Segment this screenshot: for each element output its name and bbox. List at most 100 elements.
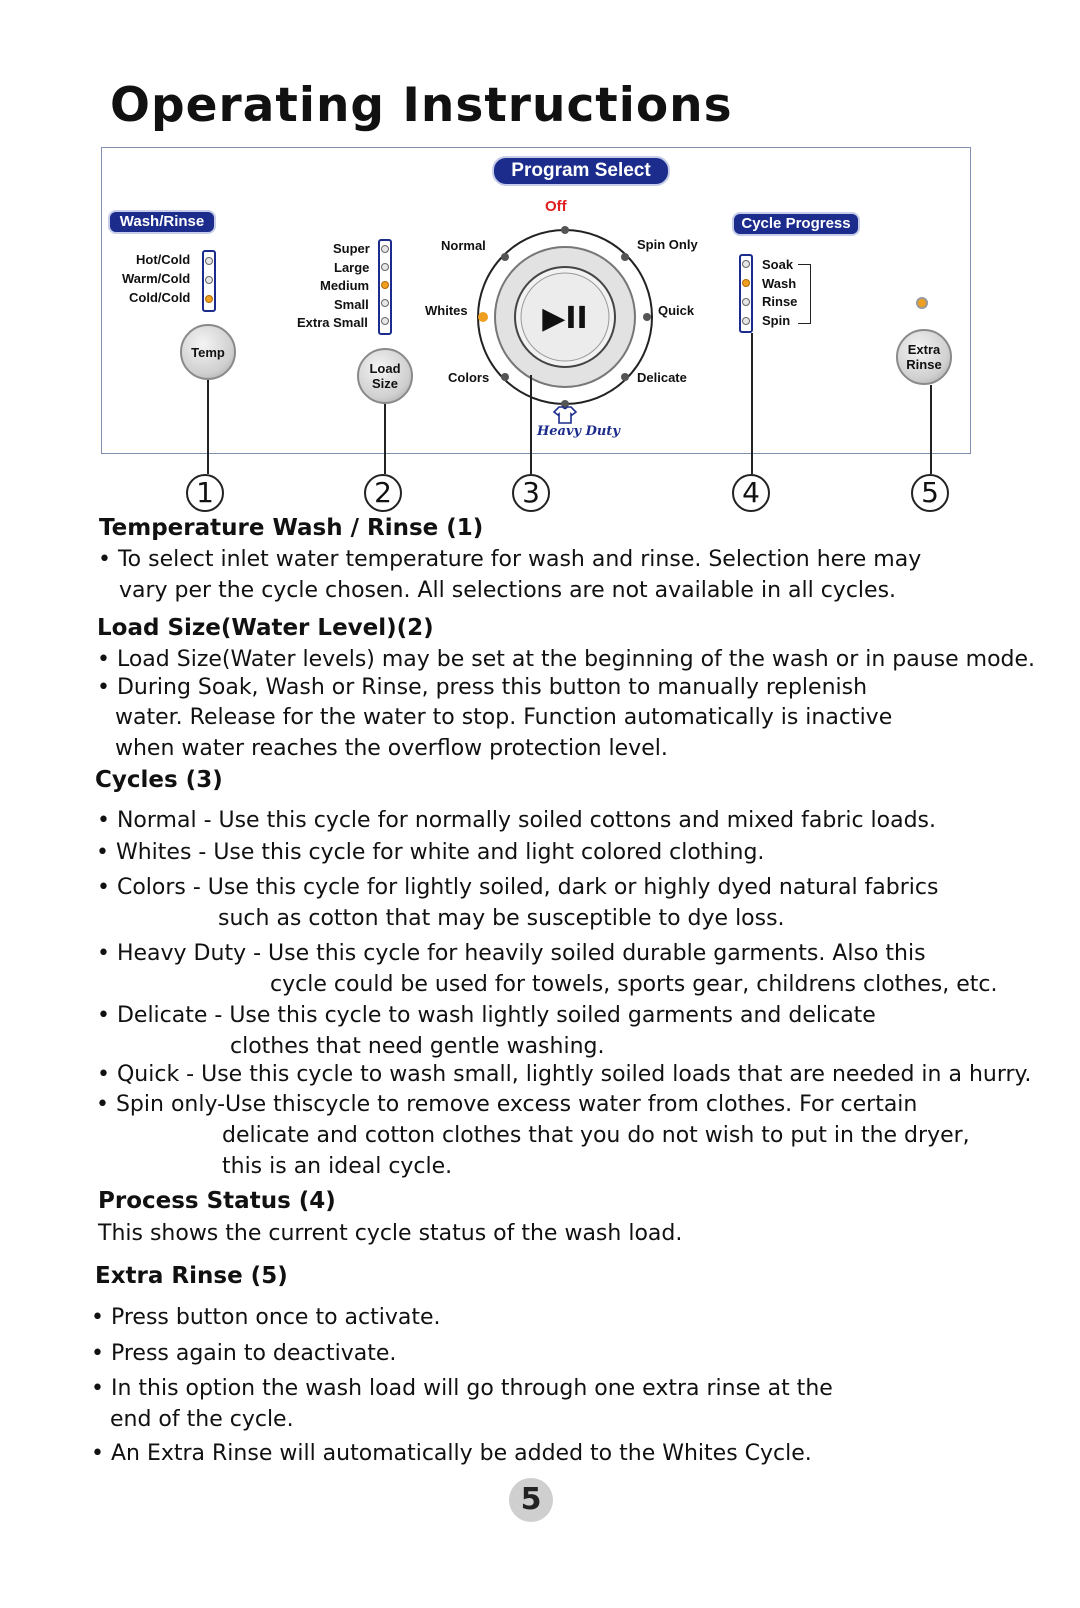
temp-section-heading: Temperature Wash / Rinse (1) bbox=[99, 515, 484, 541]
progress-indicator-column bbox=[739, 254, 753, 333]
dial-dot-off bbox=[561, 226, 569, 234]
extra-text-line2: • Press again to deactivate. bbox=[91, 1341, 397, 1366]
callout-2: 2 bbox=[364, 474, 402, 512]
callout-1: 1 bbox=[186, 474, 224, 512]
dial-dot-normal bbox=[501, 253, 509, 261]
cycles-heavy-line1: • Heavy Duty - Use this cycle for heavil… bbox=[97, 941, 926, 966]
temp-button-label: Temp bbox=[191, 344, 225, 360]
dial-heavy-duty-label: Heavy Duty bbox=[537, 424, 620, 439]
temp-cold-cold-label: Cold/Cold bbox=[129, 290, 191, 305]
progress-led-active bbox=[742, 279, 750, 287]
progress-rinse-label: Rinse bbox=[762, 294, 798, 309]
dial-dot-quick bbox=[643, 313, 651, 321]
progress-bracket bbox=[798, 264, 811, 324]
wash-rinse-label: Wash/Rinse bbox=[108, 210, 216, 234]
extra-text-line4: end of the cycle. bbox=[110, 1407, 294, 1432]
load-medium-label: Medium bbox=[320, 278, 370, 293]
load-text-line2: • During Soak, Wash or Rinse, press this… bbox=[97, 675, 868, 700]
load-text-line4: when water reaches the overflow protecti… bbox=[115, 736, 668, 761]
dial-quick-label: Quick bbox=[658, 303, 695, 318]
load-size-label-line2: Size bbox=[371, 376, 398, 391]
dial-whites-label: Whites bbox=[425, 303, 468, 318]
progress-wash-label: Wash bbox=[762, 276, 797, 291]
cycles-normal: • Normal - Use this cycle for normally s… bbox=[97, 808, 937, 833]
cycle-progress-label: Cycle Progress bbox=[732, 212, 860, 236]
callout-5: 5 bbox=[911, 474, 949, 512]
load-small-label: Small bbox=[334, 297, 369, 312]
extra-rinse-led bbox=[916, 297, 928, 309]
status-text: This shows the current cycle status of t… bbox=[98, 1221, 683, 1246]
load-section-heading: Load Size(Water Level)(2) bbox=[97, 615, 434, 641]
progress-led bbox=[742, 298, 750, 306]
cycles-quick: • Quick - Use this cycle to wash small, … bbox=[97, 1062, 1032, 1087]
temp-warm-cold-label: Warm/Cold bbox=[122, 271, 191, 286]
callout-line-5 bbox=[930, 385, 932, 474]
dial-dot-delicate bbox=[621, 373, 629, 381]
load-size-label-line1: Load bbox=[369, 361, 401, 376]
progress-soak-label: Soak bbox=[762, 257, 794, 272]
load-indicator-column bbox=[378, 239, 392, 335]
cycles-delicate-line2: clothes that need gentle washing. bbox=[230, 1034, 605, 1059]
dial-off-label: Off bbox=[545, 198, 567, 215]
cycles-spin-line2: delicate and cotton clothes that you do … bbox=[222, 1123, 970, 1148]
heavy-duty-shirt-icon bbox=[553, 406, 577, 424]
temp-button[interactable]: Temp bbox=[180, 324, 236, 380]
dial-dot-whites-active bbox=[478, 312, 488, 322]
temp-hot-cold-label: Hot/Cold bbox=[136, 252, 191, 267]
load-text-line1: • Load Size(Water levels) may be set at … bbox=[97, 647, 1036, 672]
dial-dot-spin-only bbox=[621, 253, 629, 261]
status-section-heading: Process Status (4) bbox=[98, 1188, 336, 1214]
cycles-colors-line1: • Colors - Use this cycle for lightly so… bbox=[97, 875, 939, 900]
temp-text-line1: • To select inlet water temperature for … bbox=[98, 547, 922, 572]
control-panel-diagram bbox=[101, 147, 971, 454]
program-select-label: Program Select bbox=[492, 156, 670, 186]
cycles-colors-line2: such as cotton that may be susceptible t… bbox=[218, 906, 785, 931]
extra-rinse-button[interactable]: Extra Rinse bbox=[896, 329, 952, 385]
cycles-section-heading: Cycles (3) bbox=[95, 767, 223, 793]
callout-line-4 bbox=[751, 333, 753, 474]
temp-led-active bbox=[205, 295, 213, 303]
callout-4: 4 bbox=[732, 474, 770, 512]
load-led bbox=[381, 299, 389, 307]
load-led-active bbox=[381, 281, 389, 289]
progress-led bbox=[742, 260, 750, 268]
callout-line-3 bbox=[530, 375, 532, 474]
extra-text-line5: • An Extra Rinse will automatically be a… bbox=[91, 1441, 812, 1466]
temp-indicator-column bbox=[202, 250, 216, 312]
cycles-spin-line1: • Spin only-Use thiscycle to remove exce… bbox=[96, 1092, 918, 1117]
load-led bbox=[381, 317, 389, 325]
cycles-heavy-line2: cycle could be used for towels, sports g… bbox=[270, 972, 998, 997]
extra-rinse-label-line1: Extra bbox=[907, 342, 941, 357]
temp-text-line2: vary per the cycle chosen. All selection… bbox=[119, 578, 897, 603]
extra-text-line3: • In this option the wash load will go t… bbox=[91, 1376, 833, 1401]
load-text-line3: water. Release for the water to stop. Fu… bbox=[115, 705, 893, 730]
load-size-button[interactable]: Load Size bbox=[357, 348, 413, 404]
progress-led bbox=[742, 317, 750, 325]
progress-spin-label: Spin bbox=[762, 313, 791, 328]
callout-3: 3 bbox=[512, 474, 550, 512]
load-led bbox=[381, 245, 389, 253]
temp-led bbox=[205, 257, 213, 265]
program-dial[interactable]: ▶II bbox=[470, 222, 660, 412]
play-pause-icon: ▶II bbox=[542, 301, 587, 336]
page-number: 5 bbox=[509, 1478, 553, 1522]
dial-delicate-label: Delicate bbox=[637, 370, 687, 385]
load-large-label: Large bbox=[334, 260, 370, 275]
callout-line-1 bbox=[207, 380, 209, 474]
cycles-whites: • Whites - Use this cycle for white and … bbox=[96, 840, 765, 865]
cycles-delicate-line1: • Delicate - Use this cycle to wash ligh… bbox=[97, 1003, 876, 1028]
page-title: Operating Instructions bbox=[110, 78, 733, 133]
dial-normal-label: Normal bbox=[441, 238, 486, 253]
dial-spin-only-label: Spin Only bbox=[637, 237, 698, 252]
load-led bbox=[381, 263, 389, 271]
dial-dot-heavy-duty bbox=[561, 400, 569, 408]
cycles-spin-line3: this is an ideal cycle. bbox=[222, 1154, 453, 1179]
start-pause-button[interactable] bbox=[520, 272, 610, 362]
load-extra-small-label: Extra Small bbox=[297, 315, 368, 330]
extra-section-heading: Extra Rinse (5) bbox=[95, 1263, 288, 1289]
extra-rinse-label-line2: Rinse bbox=[906, 357, 942, 372]
load-super-label: Super bbox=[333, 241, 370, 256]
temp-led bbox=[205, 276, 213, 284]
dial-colors-label: Colors bbox=[448, 370, 490, 385]
extra-text-line1: • Press button once to activate. bbox=[91, 1305, 441, 1330]
